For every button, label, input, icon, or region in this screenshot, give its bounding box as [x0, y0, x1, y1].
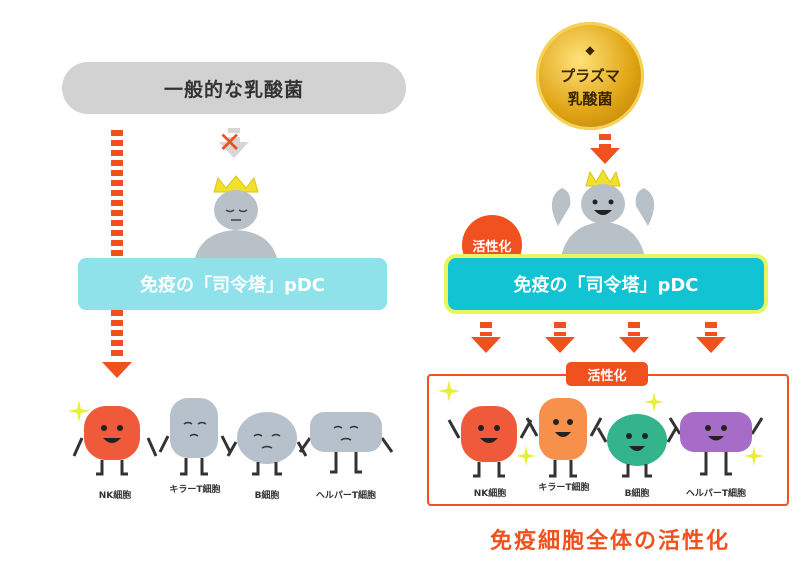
blocked-arrow-head: [219, 142, 249, 158]
arrow-shaft-3: [628, 322, 640, 336]
arrow-shaft-2: [554, 322, 566, 336]
arrow-shaft-4: [705, 322, 717, 336]
arrow-head-4: [696, 337, 726, 353]
sparkle-icon: [68, 400, 90, 422]
blocked-arrow-shaft: [228, 128, 240, 142]
cross-icon: ✕: [218, 126, 242, 159]
arrow-shaft-1: [480, 322, 492, 336]
cell-killer-t-right: キラーT細胞: [519, 390, 609, 500]
long-arrow-head: [102, 362, 132, 378]
pdc-commander-bar-right: 免疫の「司令塔」pDC: [448, 258, 764, 310]
immune-activation-title: 免疫細胞全体の活性化: [489, 529, 730, 554]
top-arrow-shaft: [599, 134, 611, 148]
sparkle-icon: [644, 392, 664, 412]
cell-helper-t-right: ヘルパーT細胞: [666, 404, 766, 500]
cell-label: ヘルパーT細胞: [685, 489, 747, 499]
cell-b-right: B細胞: [592, 404, 682, 500]
diamond-icon: ◆: [585, 43, 595, 57]
cell-nk-left: NK細胞: [70, 398, 160, 501]
sparkle-icon: [438, 380, 460, 402]
top-arrow-head: [590, 148, 620, 164]
pdc-commander-bar-left: 免疫の「司令塔」pDC: [78, 258, 387, 310]
arrow-head-1: [471, 337, 501, 353]
arrow-head-3: [619, 337, 649, 353]
badge-line1: プラズマ: [560, 67, 620, 85]
cell-label: B細胞: [254, 491, 280, 501]
arrow-head-2: [545, 337, 575, 353]
cell-label: キラーT細胞: [538, 483, 590, 493]
cell-label: NK細胞: [98, 491, 132, 501]
cell-nk-right: NK細胞: [445, 396, 535, 500]
cell-label: キラーT細胞: [169, 485, 221, 495]
cell-b-left: B細胞: [222, 404, 312, 501]
cell-killer-t-left: キラーT細胞: [150, 392, 240, 498]
general-lactobacillus-label: 一般的な乳酸菌: [62, 62, 406, 114]
cell-helper-t-left: ヘルパーT細胞: [296, 404, 396, 501]
activated-tag: 活性化: [566, 362, 648, 386]
plasma-lactobacillus-badge: ◆ プラズマ 乳酸菌: [536, 22, 644, 130]
pdc-character-strong: [551, 169, 655, 262]
cell-label: NK細胞: [473, 489, 507, 499]
sparkle-icon: [516, 446, 536, 466]
pdc-character-plain: [194, 175, 278, 262]
long-dashed-arrow-shaft: [111, 130, 123, 360]
sparkle-icon: [744, 446, 764, 466]
cell-label: B細胞: [624, 489, 650, 499]
cell-label: ヘルパーT細胞: [315, 491, 377, 501]
badge-line2: 乳酸菌: [567, 90, 613, 108]
